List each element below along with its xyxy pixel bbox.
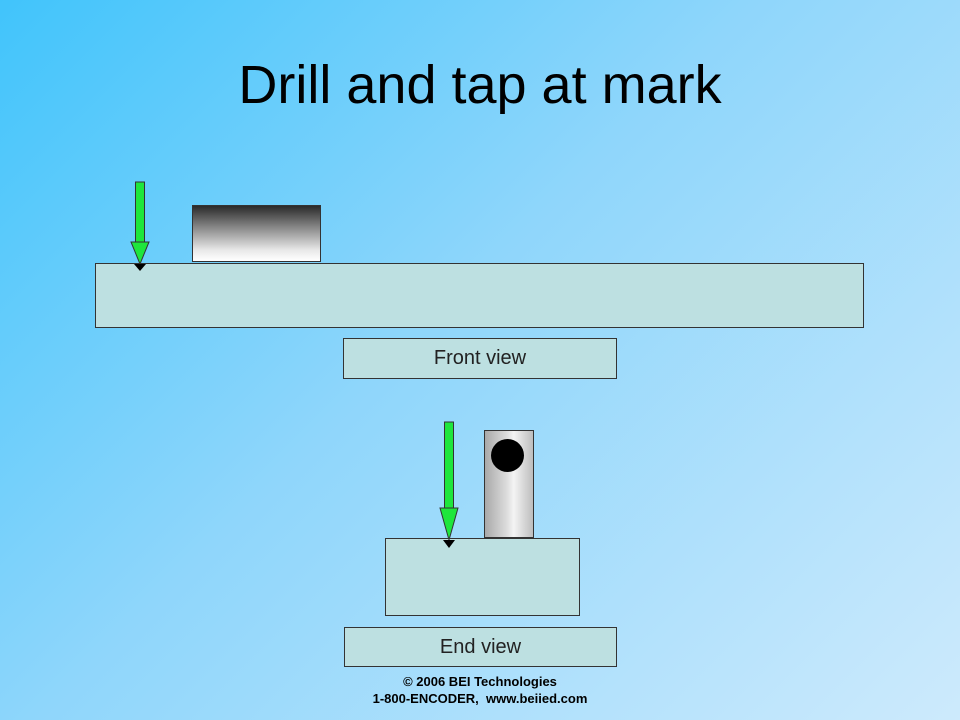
footer-contact: 1-800-ENCODER, www.beiied.com bbox=[372, 691, 588, 706]
encoder-body-front bbox=[192, 205, 321, 262]
end-view-label: End view bbox=[344, 627, 617, 667]
encoder-shaft-icon bbox=[491, 439, 524, 472]
front-view-label: Front view bbox=[343, 338, 617, 379]
footer-copyright: © 2006 BEI Technologies bbox=[403, 674, 557, 689]
mounting-plate-end bbox=[385, 538, 580, 616]
slide-title: Drill and tap at mark bbox=[238, 55, 722, 115]
drill-mark-arrow-end bbox=[439, 421, 459, 548]
mounting-plate-front bbox=[95, 263, 864, 328]
drill-mark-arrow-front bbox=[130, 181, 150, 271]
